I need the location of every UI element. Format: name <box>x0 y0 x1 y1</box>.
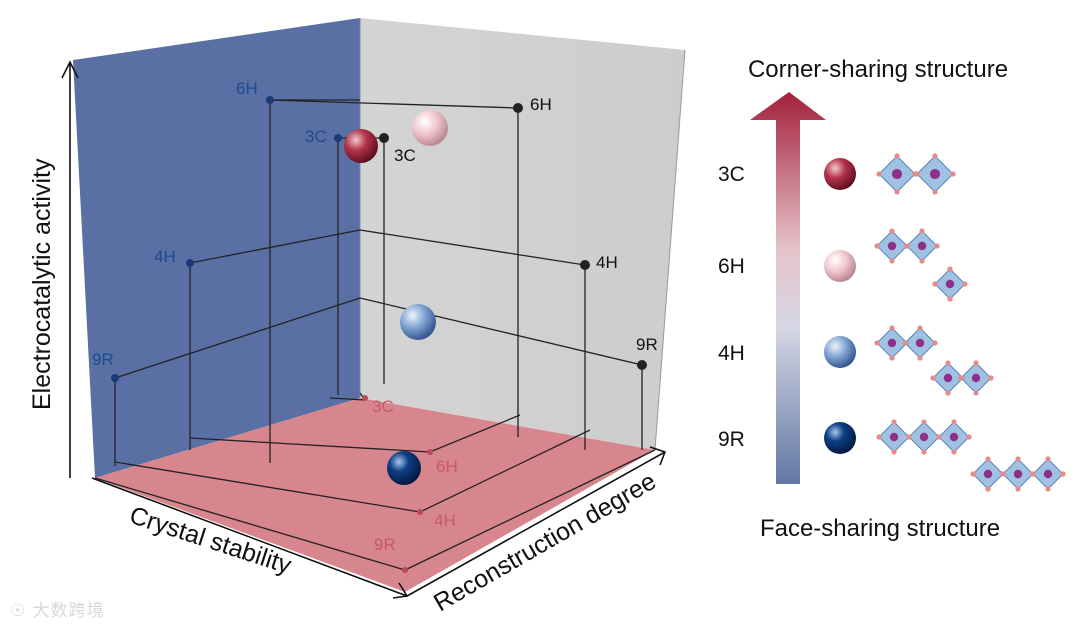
back-wall-label-9R: 9R <box>636 335 658 354</box>
floor-label-9R: 9R <box>374 535 396 554</box>
back-wall-label-6H: 6H <box>530 95 552 114</box>
back-wall-right-edge <box>654 49 686 451</box>
left-wall-label-3C: 3C <box>305 127 327 146</box>
watermark: ☉ 大数跨境 <box>10 596 105 621</box>
floor-label-3C: 3C <box>372 397 394 416</box>
legend-sphere-3C <box>824 158 856 190</box>
octahedron-6H-1 <box>874 228 910 264</box>
legend-sphere-6H <box>824 250 856 282</box>
octahedron-6H-2 <box>904 228 940 264</box>
back-wall <box>360 18 685 450</box>
legend-top-label: Corner-sharing structure <box>748 56 1008 83</box>
y-axis-label: Electrocatalytic activity <box>28 158 56 410</box>
octahedron-9R-6 <box>1030 456 1066 492</box>
octahedron-9R-4 <box>970 456 1006 492</box>
octahedron-3C-1 <box>876 153 918 195</box>
back-wall-label-4H: 4H <box>596 253 618 272</box>
back-wall-label-3C: 3C <box>394 146 416 165</box>
legend-row-9R: 9R <box>718 422 856 454</box>
sphere-9R <box>387 451 421 485</box>
legend-bottom-label: Face-sharing structure <box>760 515 1000 542</box>
octahedron-9R-5 <box>1000 456 1036 492</box>
watermark-text: 大数跨境 <box>32 601 105 621</box>
wall-markers <box>111 96 647 573</box>
left-wall-label-9R: 9R <box>92 350 114 369</box>
octahedron-4H-1 <box>874 325 910 361</box>
left-wall <box>73 18 360 478</box>
octahedron-9R-2 <box>906 419 942 455</box>
legend-row-4H: 4H <box>718 336 856 368</box>
sphere-3C <box>344 129 378 163</box>
axes <box>61 60 667 599</box>
sphere-4H <box>400 304 436 340</box>
legend-label-9R: 9R <box>718 428 745 451</box>
octahedron-9R-1 <box>876 419 912 455</box>
floor <box>95 398 655 592</box>
octahedron-4H-4 <box>958 360 994 396</box>
gradient-arrow <box>750 92 826 484</box>
octahedra-structures <box>874 153 1066 492</box>
legend-label-4H: 4H <box>718 342 745 365</box>
legend-row-6H: 6H <box>718 250 856 282</box>
octahedron-6H-3 <box>932 266 968 302</box>
legend-label-6H: 6H <box>718 255 745 278</box>
sphere-6H <box>412 110 448 146</box>
watermark-logo-icon: ☉ <box>10 601 27 621</box>
octahedron-3C-2 <box>914 153 956 195</box>
octahedron-9R-3 <box>936 419 972 455</box>
floor-label-6H: 6H <box>436 457 458 476</box>
octahedron-4H-2 <box>902 325 938 361</box>
legend-label-3C: 3C <box>718 163 745 186</box>
floor-label-4H: 4H <box>434 511 456 530</box>
left-wall-label-4H: 4H <box>154 247 176 266</box>
legend-sphere-4H <box>824 336 856 368</box>
legend-row-3C: 3C <box>718 158 856 190</box>
left-wall-label-6H: 6H <box>236 79 258 98</box>
legend-sphere-9R <box>824 422 856 454</box>
